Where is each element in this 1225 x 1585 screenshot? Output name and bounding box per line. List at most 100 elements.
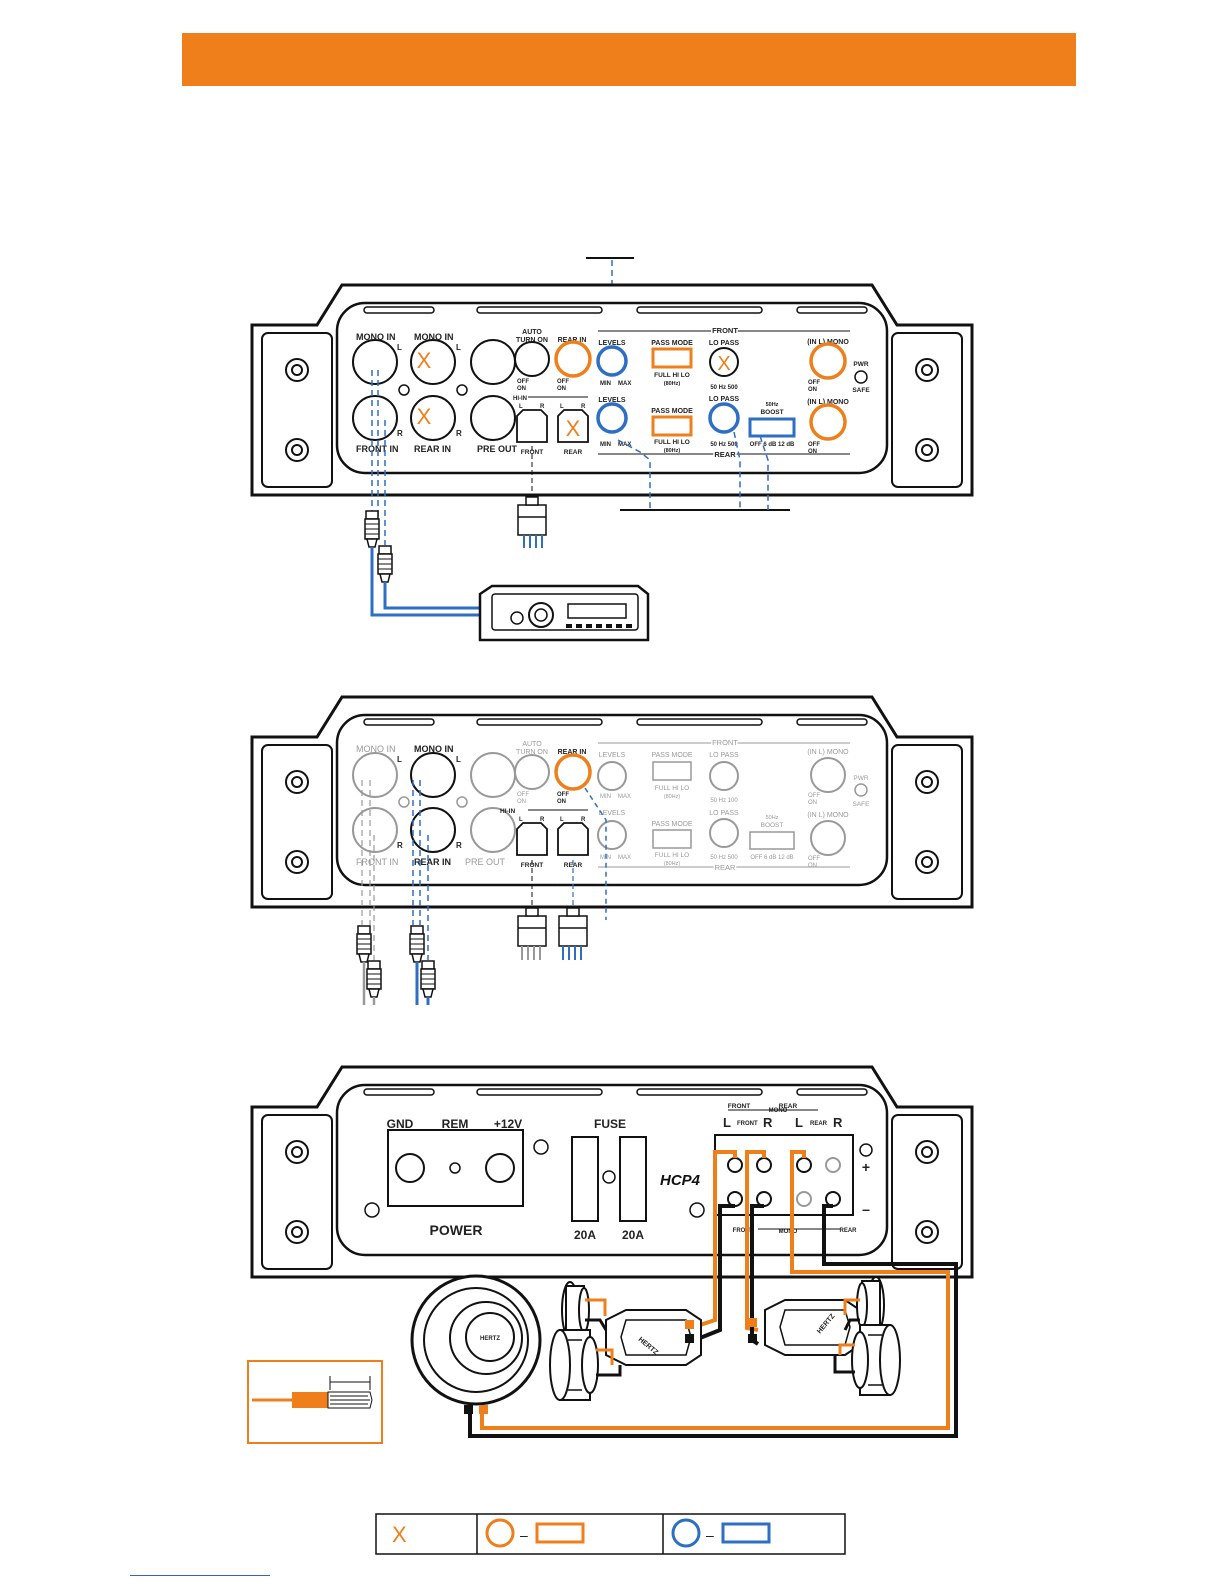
front-lo-pass-knob[interactable] xyxy=(709,347,739,377)
mono-in-jack-2[interactable] xyxy=(410,752,456,798)
label-off: OFF xyxy=(808,793,820,799)
label-turn-on: TURN ON xyxy=(516,337,548,344)
rear-lo-pass-knob[interactable] xyxy=(709,818,739,848)
boost-switch[interactable] xyxy=(749,831,795,850)
x-mark: X xyxy=(417,404,432,429)
label-rear-in: REAR IN xyxy=(414,444,451,454)
rear-mono-switch[interactable] xyxy=(809,403,847,441)
label-off: OFF xyxy=(557,379,569,385)
rear-lo-pass-knob[interactable] xyxy=(708,402,740,434)
label-r: R xyxy=(456,429,462,438)
head-unit xyxy=(478,584,650,642)
header-banner xyxy=(182,33,1076,86)
rear-l-minus[interactable] xyxy=(796,1191,812,1207)
hi-in-rear-socket[interactable] xyxy=(557,822,589,856)
fuse-2[interactable] xyxy=(619,1136,647,1222)
label-fuse-a: 20A xyxy=(574,1228,596,1242)
rear-r-minus[interactable] xyxy=(825,1191,841,1207)
hi-in-front-socket[interactable] xyxy=(516,822,548,856)
label-lo-scale: 50 Hz 500 xyxy=(710,385,738,391)
rear-mono-switch[interactable] xyxy=(810,820,846,856)
legend-blue-knob xyxy=(671,1518,701,1548)
label-pass-hz: (80Hz) xyxy=(664,794,681,800)
rear-in-switch[interactable] xyxy=(554,753,592,791)
label-lo-pass: LO PASS xyxy=(709,752,739,759)
x-mark: X xyxy=(417,348,432,373)
label-front-top: FRONT xyxy=(728,1103,750,1110)
label-min: MIN xyxy=(600,794,611,800)
rear-levels-knob[interactable] xyxy=(596,402,628,434)
label-pass-opts: FULL HI LO xyxy=(655,785,689,792)
front-levels-knob[interactable] xyxy=(597,761,627,791)
x-mark: X xyxy=(717,353,730,375)
front-r-plus[interactable] xyxy=(756,1157,772,1173)
label-on: ON xyxy=(808,863,817,869)
fuse-1[interactable] xyxy=(571,1136,599,1222)
label-mono-in-2: MONO IN xyxy=(414,744,454,754)
label-mono-in: MONO IN xyxy=(356,744,396,754)
hi-in-front-socket[interactable] xyxy=(516,409,548,443)
mono-in-jack[interactable] xyxy=(352,339,398,385)
auto-turn-on-switch[interactable] xyxy=(514,341,550,377)
mono-in-jack[interactable] xyxy=(352,752,398,798)
label-off: OFF xyxy=(808,442,820,448)
label-levels: LEVELS xyxy=(598,340,626,347)
label-levels: LEVELS xyxy=(598,397,626,404)
label-max: MAX xyxy=(618,442,631,448)
label-l: L xyxy=(519,817,523,823)
rear-pass-mode-switch[interactable] xyxy=(651,415,693,437)
sub-minus-tag xyxy=(464,1405,473,1414)
front-mono-switch[interactable] xyxy=(810,757,846,793)
front-in-jack[interactable] xyxy=(352,395,398,441)
rear-in-jack[interactable] xyxy=(410,807,456,853)
front-in-jack[interactable] xyxy=(352,807,398,853)
label-pass-hz: (80Hz) xyxy=(664,381,681,387)
pre-out-jack-r[interactable] xyxy=(470,395,516,441)
gnd-terminal[interactable] xyxy=(395,1153,425,1183)
label-l: L xyxy=(519,404,523,410)
label-levels: LEVELS xyxy=(599,810,626,817)
front-l-plus[interactable] xyxy=(727,1157,743,1173)
legend-orange-switch xyxy=(535,1522,585,1544)
label-front: FRONT xyxy=(712,738,738,747)
pre-out-jack-l[interactable] xyxy=(470,339,516,385)
front-pass-mode-switch[interactable] xyxy=(651,347,693,369)
wire-strip-inset xyxy=(247,1360,383,1444)
plus12v-terminal[interactable] xyxy=(485,1153,515,1183)
right-xover-minus-tag xyxy=(748,1334,757,1343)
label-l: L xyxy=(560,817,564,823)
rear-r-plus[interactable] xyxy=(825,1157,841,1173)
label-boost: BOOST xyxy=(760,409,783,416)
front-r-minus[interactable] xyxy=(756,1191,772,1207)
pre-out-jack-l[interactable] xyxy=(470,752,516,798)
rear-pass-mode-switch[interactable] xyxy=(652,829,692,849)
rem-terminal[interactable] xyxy=(449,1162,461,1174)
front-pass-mode-switch[interactable] xyxy=(652,761,692,781)
label-off: OFF xyxy=(808,856,820,862)
front-l-minus[interactable] xyxy=(727,1191,743,1207)
rear-in-jack[interactable] xyxy=(410,395,456,441)
front-mono-switch[interactable] xyxy=(809,342,847,380)
auto-turn-on-switch[interactable] xyxy=(514,754,550,790)
rear-levels-knob[interactable] xyxy=(597,820,627,850)
amplifier-panel-3: GND REM +12V POWER FUSE 20A 20A HCP4 FRO… xyxy=(247,1065,974,1444)
pre-out-jack-r[interactable] xyxy=(470,807,516,853)
bottom-link-underline xyxy=(130,1575,270,1576)
rear-in-switch[interactable] xyxy=(554,340,592,378)
front-levels-knob[interactable] xyxy=(596,345,628,377)
label-pass-mode: PASS MODE xyxy=(651,340,693,347)
rear-l-plus[interactable] xyxy=(796,1157,812,1173)
label-off: OFF xyxy=(808,380,820,386)
label-r: R xyxy=(456,841,462,850)
boost-switch[interactable] xyxy=(748,417,796,438)
label-front: FRONT xyxy=(521,449,543,456)
label-auto: AUTO xyxy=(522,741,542,748)
label-on: ON xyxy=(517,799,526,805)
power-led xyxy=(854,783,868,797)
mono-in-jack-2[interactable] xyxy=(410,339,456,385)
label-pass-hz: (80Hz) xyxy=(664,861,681,867)
front-lo-pass-knob[interactable] xyxy=(709,761,739,791)
hi-in-rear-socket[interactable] xyxy=(557,409,589,443)
label-hi-in: HI-IN xyxy=(513,396,527,402)
